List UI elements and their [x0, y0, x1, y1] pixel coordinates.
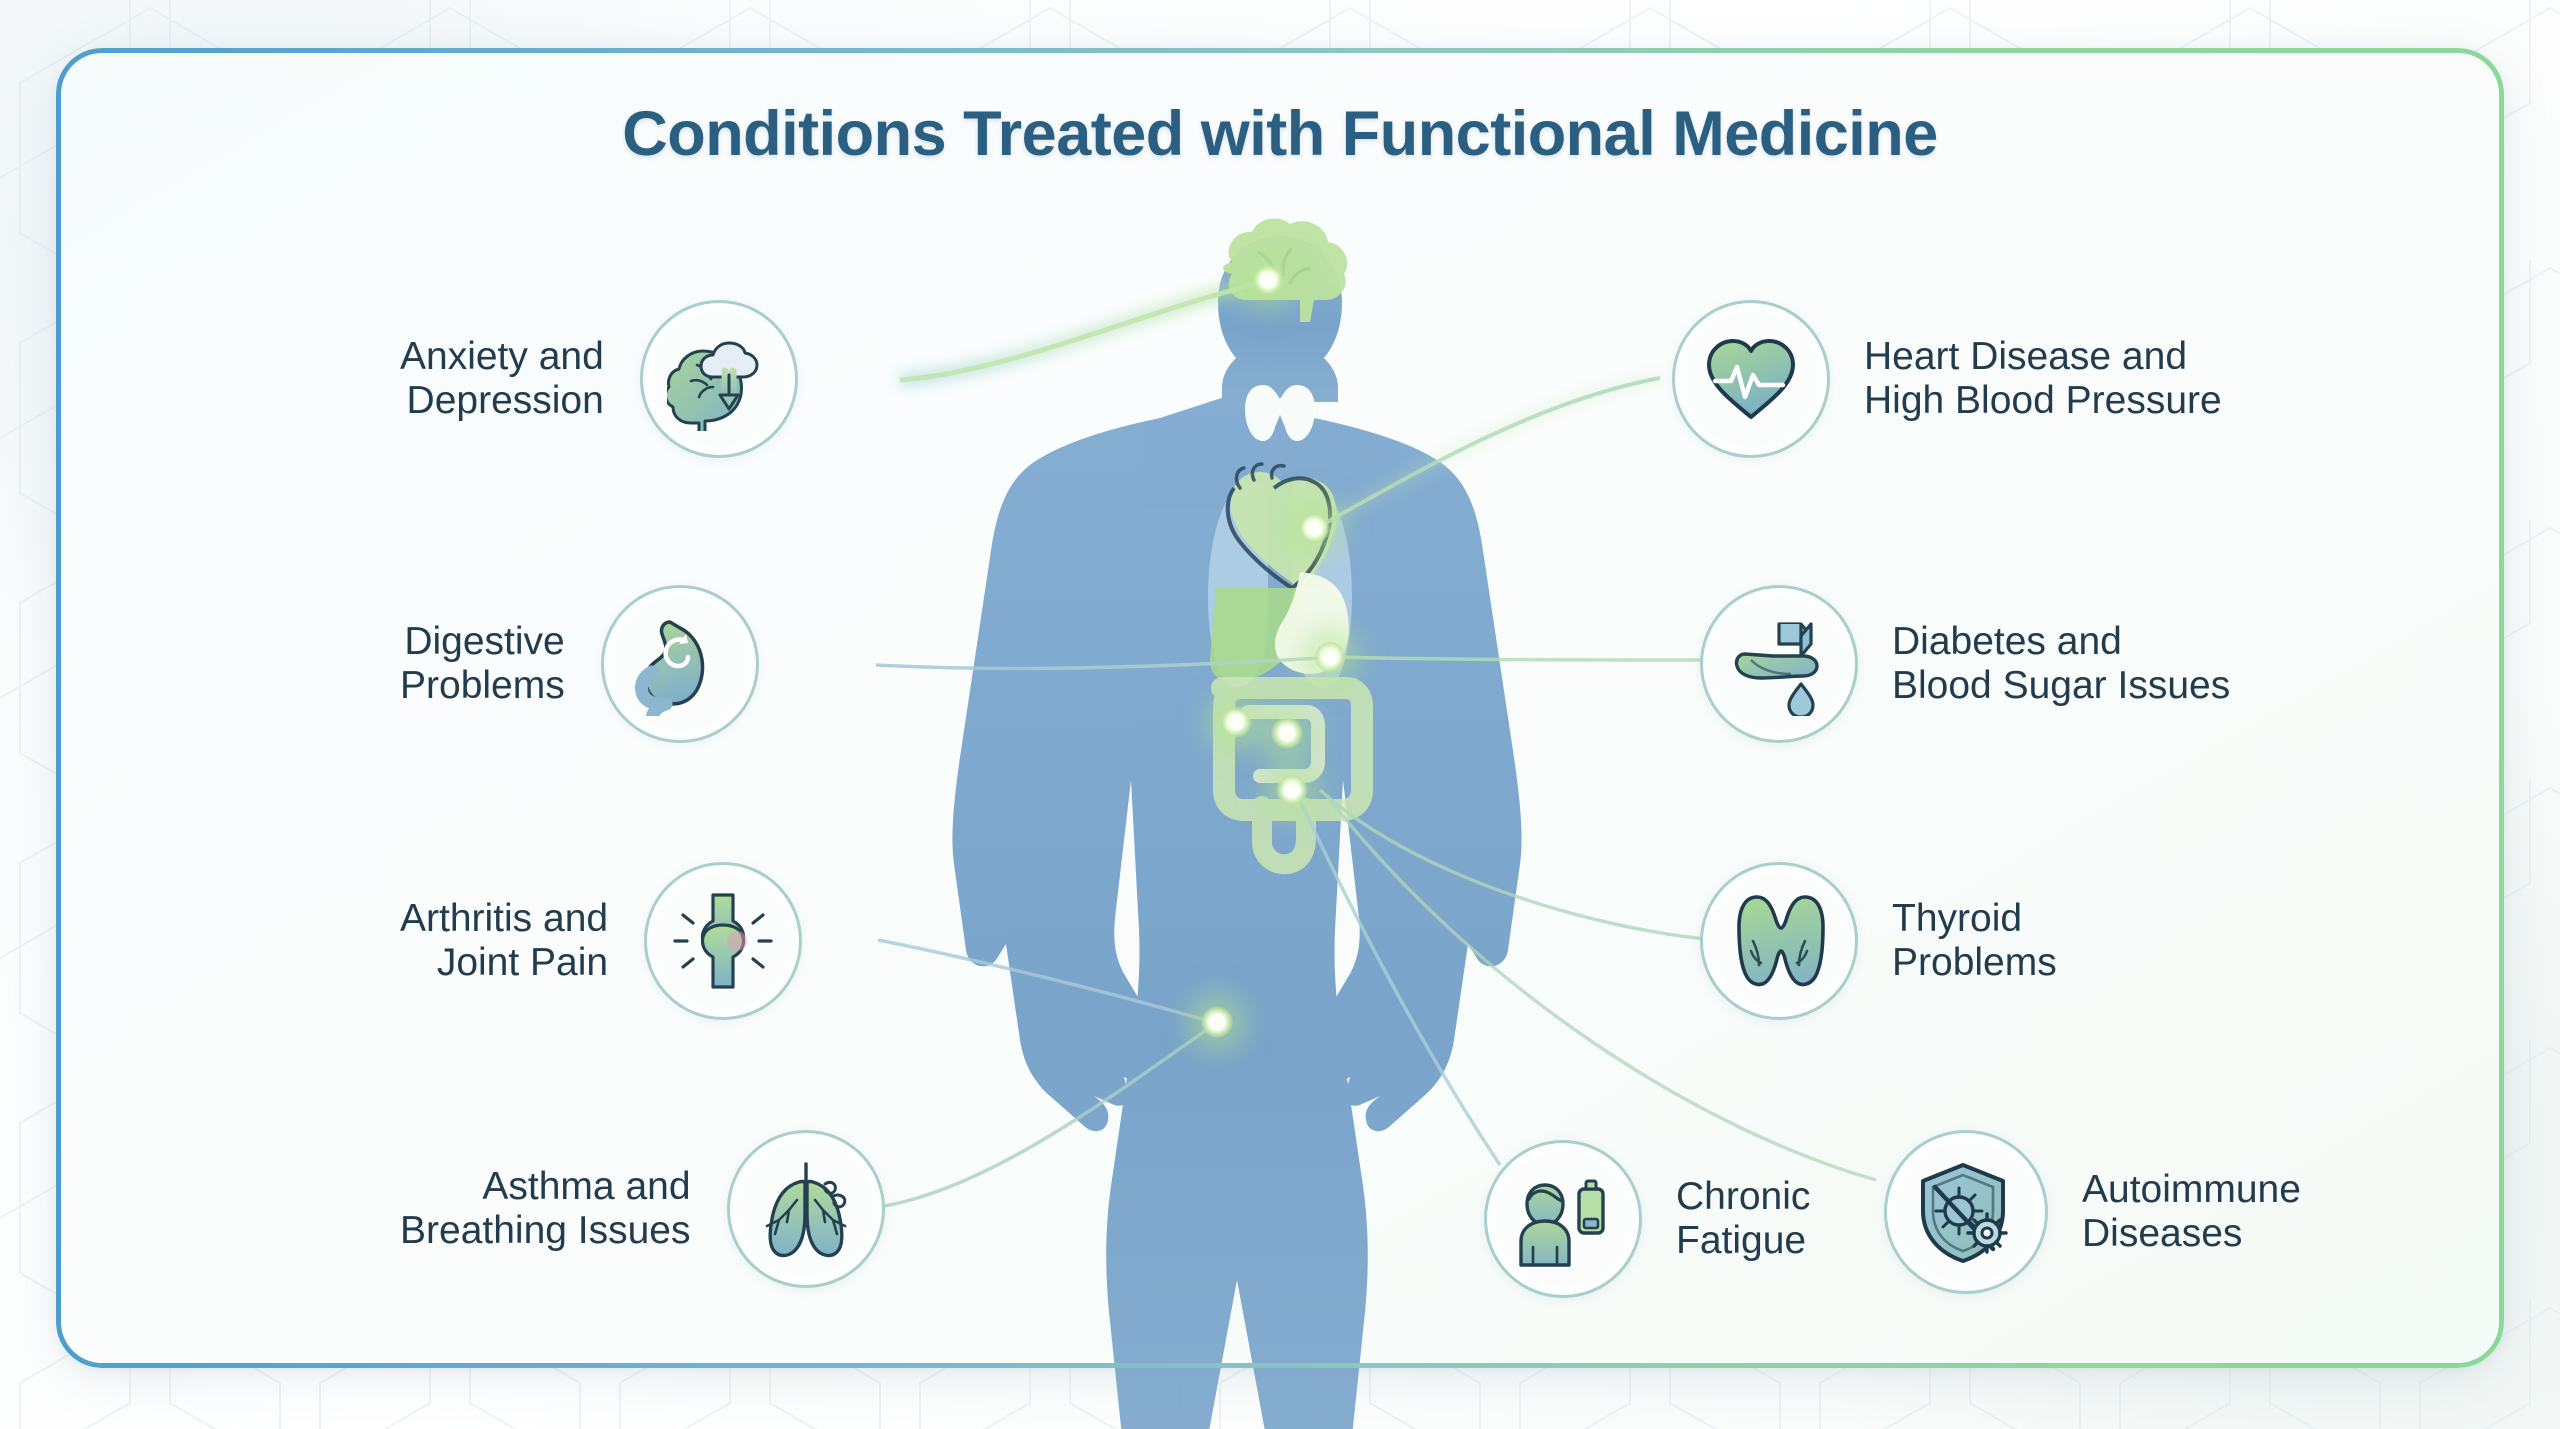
condition-item-diabetes[interactable]: Diabetes and Blood Sugar Issues [1700, 585, 2230, 743]
condition-label-anxiety: Anxiety and Depression [400, 334, 604, 422]
condition-item-digestive[interactable]: Digestive Problems [400, 585, 759, 743]
stomach-intestines-icon [600, 585, 759, 743]
heart-ecg-icon [1672, 300, 1830, 458]
condition-item-heart[interactable]: Heart Disease and High Blood Pressure [1672, 300, 2222, 458]
brain-cloud-arrow-icon [639, 300, 798, 458]
knee-node [1200, 1005, 1234, 1039]
condition-item-thyroid[interactable]: Thyroid Problems [1700, 862, 2057, 1020]
condition-label-arthritis: Arthritis and Joint Pain [400, 896, 609, 984]
heart-node [1297, 511, 1331, 545]
intestine-node-right [1270, 716, 1304, 750]
pelvis-node [1275, 773, 1309, 807]
pancreas-drop-icon [1700, 585, 1858, 743]
brain-node [1251, 263, 1285, 297]
thyroid-gland-icon [1700, 862, 1858, 1020]
person-low-battery-icon [1484, 1140, 1642, 1298]
lungs-icon [726, 1130, 885, 1288]
condition-item-fatigue[interactable]: Chronic Fatigue [1484, 1140, 1810, 1298]
condition-label-autoimmune: Autoimmune Diseases [2082, 1167, 2301, 1255]
condition-item-arthritis[interactable]: Arthritis and Joint Pain [400, 862, 803, 1020]
condition-label-diabetes: Diabetes and Blood Sugar Issues [1892, 619, 2231, 707]
condition-label-asthma: Asthma and Breathing Issues [400, 1164, 691, 1252]
condition-label-thyroid: Thyroid Problems [1892, 896, 2057, 984]
condition-item-asthma[interactable]: Asthma and Breathing Issues [400, 1130, 885, 1288]
intestine-node-left [1219, 705, 1253, 739]
condition-item-anxiety[interactable]: Anxiety and Depression [400, 300, 798, 458]
stomach-node [1313, 640, 1347, 674]
knee-joint-pain-icon [644, 862, 803, 1020]
condition-label-fatigue: Chronic Fatigue [1676, 1174, 1811, 1262]
shield-virus-gear-icon [1884, 1130, 2048, 1294]
condition-label-digestive: Digestive Problems [400, 619, 565, 707]
condition-label-heart: Heart Disease and High Blood Pressure [1864, 334, 2222, 422]
condition-item-autoimmune[interactable]: Autoimmune Diseases [1884, 1130, 2301, 1294]
page-title: Conditions Treated with Functional Medic… [622, 99, 1938, 169]
